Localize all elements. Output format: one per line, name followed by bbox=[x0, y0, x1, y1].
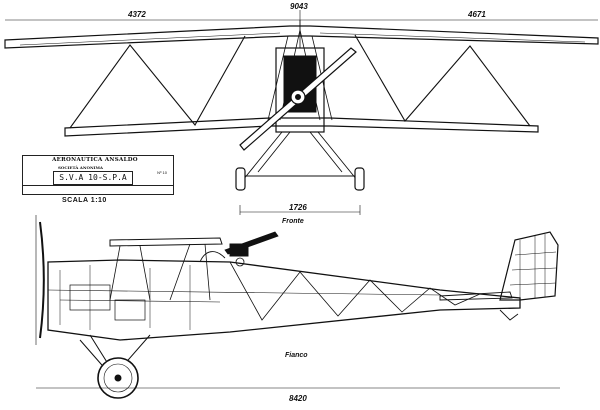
upper-wing bbox=[4, 25, 599, 49]
fuselage-side bbox=[47, 259, 521, 341]
tail-fin bbox=[499, 231, 559, 301]
scale-label: SCALA 1:10 bbox=[62, 197, 107, 204]
dimension-left-span: 4372 bbox=[128, 10, 146, 19]
front-view bbox=[4, 10, 599, 215]
side-view-label: Fianco bbox=[285, 352, 308, 359]
title-block-subtitle: SOCIETÀ ANONIMA bbox=[58, 165, 104, 170]
front-undercarriage bbox=[242, 131, 358, 181]
title-block-firm: AERONAUTICA ANSALDO bbox=[52, 157, 138, 163]
front-view-label: Fronte bbox=[282, 218, 304, 225]
title-block-divider bbox=[23, 185, 173, 186]
fuselage-truss bbox=[229, 261, 481, 321]
dimension-track: 1726 bbox=[289, 203, 307, 212]
dimension-length: 8420 bbox=[289, 394, 307, 403]
title-block-model: S.V.A 10-S.P.A bbox=[53, 171, 133, 185]
title-block: AERONAUTICA ANSALDO SOCIETÀ ANONIMA S.V.… bbox=[22, 155, 174, 195]
dimension-total-span: 9043 bbox=[290, 2, 308, 11]
side-upper-wing bbox=[109, 237, 223, 247]
side-view bbox=[35, 215, 560, 399]
interplane-struts bbox=[69, 34, 531, 129]
title-block-number: Nº 10 bbox=[157, 170, 167, 175]
side-propeller bbox=[39, 221, 45, 339]
lower-wing bbox=[64, 117, 539, 137]
dimension-right-span: 4671 bbox=[468, 10, 486, 19]
